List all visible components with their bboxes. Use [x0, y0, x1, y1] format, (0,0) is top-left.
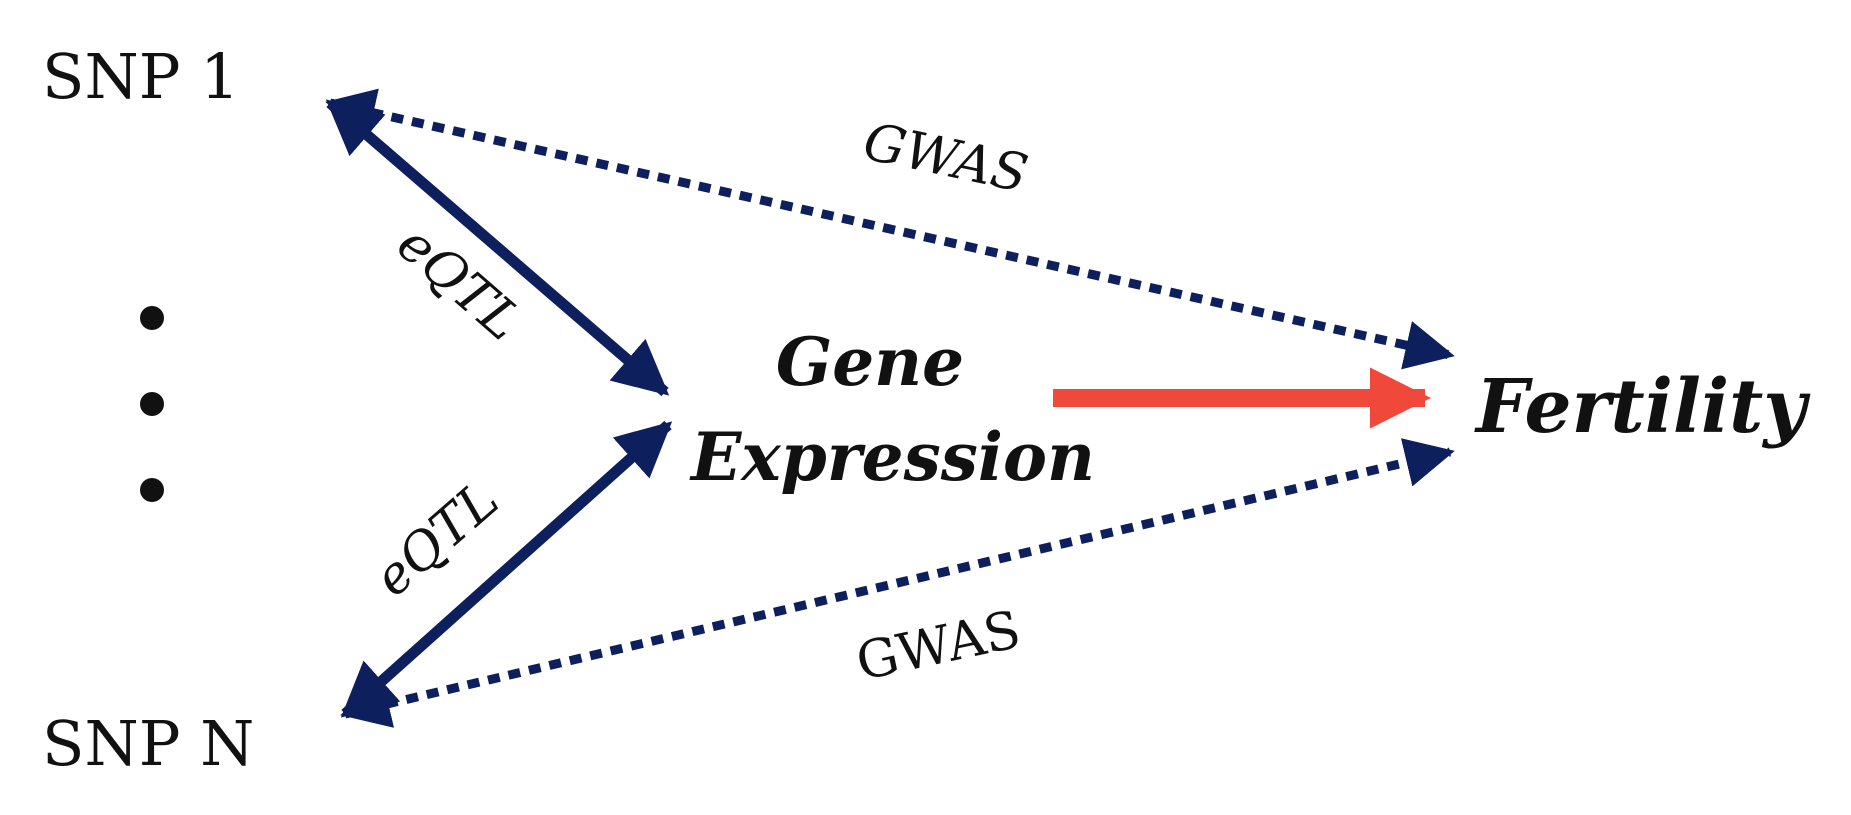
- snp-1-label: SNP 1: [42, 40, 240, 113]
- dot: [140, 392, 164, 416]
- snp-n-label: SNP N: [42, 707, 254, 780]
- gwas-arrow-bottom: [340, 438, 1455, 728]
- gene-expression-label-line2: Expression: [689, 418, 1095, 496]
- eqtl-top-label: eQTL: [386, 214, 533, 353]
- eqtl-arrow-top: [325, 98, 670, 397]
- gwas-top-label: GWAS: [858, 112, 1032, 205]
- gwas-bottom-label: GWAS: [851, 600, 1025, 693]
- gene-expression-label-line1: Gene: [776, 323, 964, 401]
- gwas-arrow-top: [325, 88, 1455, 370]
- dot: [140, 306, 164, 330]
- fertility-label: Fertility: [1474, 364, 1811, 450]
- ellipsis-dots: [140, 306, 164, 502]
- dot: [140, 478, 164, 502]
